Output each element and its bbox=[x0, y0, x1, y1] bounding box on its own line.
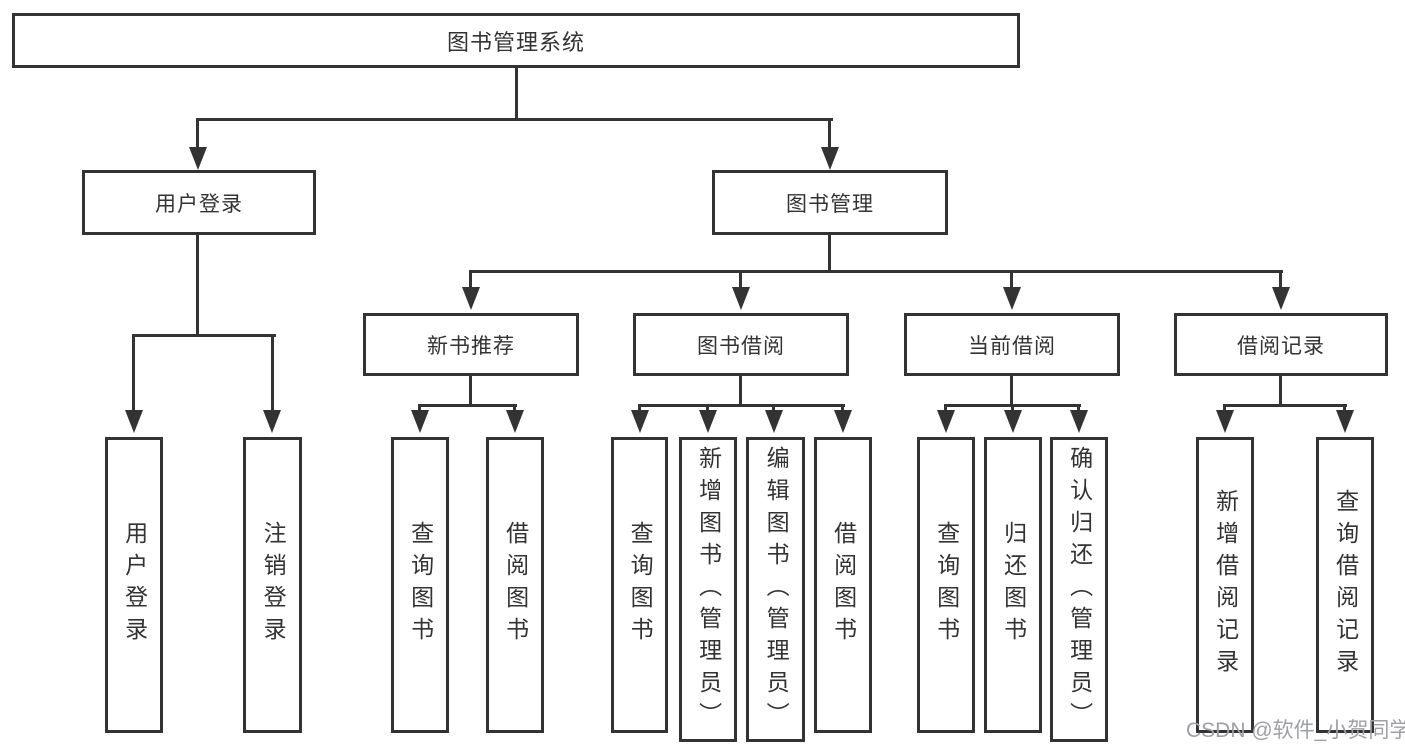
leaf-borrow-books-newbooks: 借阅图书 bbox=[486, 437, 544, 733]
node-borrow-records: 借阅记录 bbox=[1174, 313, 1388, 376]
connector-vline bbox=[1279, 270, 1282, 290]
node-borrow-records-label: 借阅记录 bbox=[1237, 334, 1325, 358]
connector-hline bbox=[418, 404, 517, 407]
connector-vline bbox=[772, 404, 775, 414]
arrow-down-icon bbox=[1336, 410, 1354, 433]
leaf-confirm-return-admin-label: 确认归还（管理员） bbox=[1066, 445, 1093, 734]
connector-vline bbox=[196, 235, 199, 337]
connector-vline bbox=[196, 118, 199, 151]
leaf-return-books: 归还图书 bbox=[984, 437, 1042, 733]
connector-vline bbox=[132, 334, 135, 414]
leaf-return-books-label: 归还图书 bbox=[1000, 521, 1027, 649]
leaf-query-books-newbooks-label: 查询图书 bbox=[407, 521, 434, 649]
node-new-books-label: 新书推荐 bbox=[427, 334, 515, 358]
node-book-mgmt: 图书管理 bbox=[712, 170, 948, 235]
leaf-logout-label: 注销登录 bbox=[260, 521, 287, 649]
arrow-down-icon bbox=[263, 410, 281, 433]
node-current-borrow: 当前借阅 bbox=[904, 313, 1120, 376]
node-root-label: 图书管理系统 bbox=[446, 29, 585, 55]
leaf-borrow-books-borrow-label: 借阅图书 bbox=[830, 521, 857, 649]
connector-vline bbox=[944, 404, 947, 414]
node-user-login-label: 用户登录 bbox=[155, 192, 243, 216]
arrow-down-icon bbox=[821, 147, 839, 170]
connector-vline bbox=[1010, 376, 1013, 406]
leaf-query-borrow-record-label: 查询借阅记录 bbox=[1332, 489, 1359, 681]
connector-hline bbox=[469, 270, 1283, 273]
arrow-down-icon bbox=[765, 410, 783, 433]
leaf-add-book-admin: 新增图书（管理员） bbox=[679, 437, 737, 742]
arrow-down-icon bbox=[411, 410, 429, 433]
arrow-down-icon bbox=[631, 410, 649, 433]
leaf-query-books-current: 查询图书 bbox=[917, 437, 975, 733]
connector-vline bbox=[739, 270, 742, 290]
connector-hline bbox=[132, 334, 276, 337]
connector-vline bbox=[469, 376, 472, 406]
arrow-down-icon bbox=[699, 410, 717, 433]
arrow-down-icon bbox=[1003, 287, 1021, 310]
arrow-down-icon bbox=[1272, 287, 1290, 310]
arrow-down-icon bbox=[937, 410, 955, 433]
leaf-user-login: 用户登录 bbox=[105, 437, 163, 733]
node-book-borrow: 图书借阅 bbox=[633, 313, 849, 376]
arrow-down-icon bbox=[125, 410, 143, 433]
leaf-add-book-admin-label: 新增图书（管理员） bbox=[695, 445, 722, 734]
connector-hline bbox=[1223, 404, 1347, 407]
connector-vline bbox=[638, 404, 641, 414]
leaf-add-borrow-record: 新增借阅记录 bbox=[1196, 437, 1254, 733]
connector-vline bbox=[469, 270, 472, 290]
leaf-edit-book-admin: 编辑图书（管理员） bbox=[746, 437, 805, 742]
arrow-down-icon bbox=[1070, 410, 1088, 433]
leaf-query-borrow-record: 查询借阅记录 bbox=[1316, 437, 1374, 733]
arrow-down-icon bbox=[189, 147, 207, 170]
node-current-borrow-label: 当前借阅 bbox=[968, 334, 1056, 358]
arrow-down-icon bbox=[462, 287, 480, 310]
leaf-borrow-books-borrow: 借阅图书 bbox=[814, 437, 872, 733]
arrow-down-icon bbox=[732, 287, 750, 310]
leaf-confirm-return-admin: 确认归还（管理员） bbox=[1050, 437, 1108, 742]
node-new-books: 新书推荐 bbox=[363, 313, 579, 376]
connector-vline bbox=[1077, 404, 1080, 414]
node-book-mgmt-label: 图书管理 bbox=[786, 192, 874, 216]
connector-vline bbox=[513, 404, 516, 414]
node-book-borrow-label: 图书借阅 bbox=[697, 334, 785, 358]
leaf-user-login-label: 用户登录 bbox=[121, 521, 148, 649]
node-user-login: 用户登录 bbox=[82, 170, 316, 235]
connector-hline bbox=[196, 118, 833, 121]
arrow-down-icon bbox=[834, 410, 852, 433]
connector-vline bbox=[828, 235, 831, 273]
connector-vline bbox=[1011, 404, 1014, 414]
leaf-query-books-borrow: 查询图书 bbox=[611, 437, 668, 733]
connector-vline bbox=[271, 334, 274, 414]
leaf-edit-book-admin-label: 编辑图书（管理员） bbox=[763, 445, 790, 734]
connector-vline bbox=[828, 118, 831, 151]
arrow-down-icon bbox=[506, 410, 524, 433]
connector-hline bbox=[638, 404, 845, 407]
leaf-borrow-books-newbooks-label: 借阅图书 bbox=[502, 521, 529, 649]
node-root: 图书管理系统 bbox=[12, 13, 1020, 68]
leaf-query-books-newbooks: 查询图书 bbox=[391, 437, 449, 733]
leaf-logout: 注销登录 bbox=[243, 437, 302, 733]
connector-vline bbox=[1279, 376, 1282, 406]
connector-vline bbox=[706, 404, 709, 414]
connector-vline bbox=[1223, 404, 1226, 414]
connector-vline bbox=[739, 376, 742, 406]
connector-vline bbox=[418, 404, 421, 414]
arrow-down-icon bbox=[1004, 410, 1022, 433]
leaf-query-books-borrow-label: 查询图书 bbox=[627, 521, 654, 649]
connector-vline bbox=[1343, 404, 1346, 414]
connector-vline bbox=[841, 404, 844, 414]
arrow-down-icon bbox=[1216, 410, 1234, 433]
leaf-query-books-current-label: 查询图书 bbox=[933, 521, 960, 649]
connector-vline bbox=[1010, 270, 1013, 290]
watermark: CSDN @软件_小贺同学 bbox=[1186, 719, 1405, 742]
leaf-add-borrow-record-label: 新增借阅记录 bbox=[1212, 489, 1239, 681]
connector-vline bbox=[515, 68, 518, 120]
